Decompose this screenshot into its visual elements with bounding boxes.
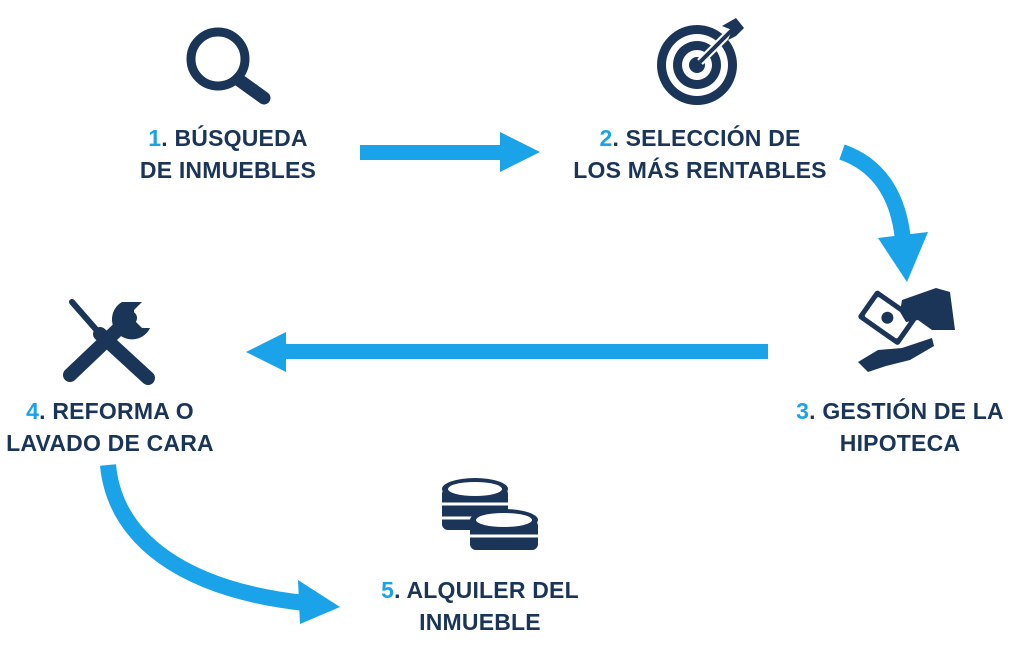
step-3-number: 3 (796, 398, 810, 424)
money-hand-icon (858, 288, 955, 372)
coins-icon (442, 478, 538, 550)
step-1-label: 1. BÚSQUEDA DE INMUEBLES (118, 122, 338, 186)
target-icon (657, 18, 744, 105)
step-4-number: 4 (26, 398, 40, 424)
step-5-title-line1: . ALQUILER DEL (394, 577, 579, 603)
step-1-title-line1: . BÚSQUEDA (161, 125, 308, 151)
step-2-title-line2: LOS MÁS RENTABLES (573, 157, 827, 183)
step-3-title-line2: HIPOTECA (839, 430, 961, 456)
arrow-3-to-4 (246, 332, 768, 372)
step-2-label: 2. SELECCIÓN DE LOS MÁS RENTABLES (560, 122, 840, 186)
tools-icon (63, 299, 155, 385)
arrow-4-to-5 (100, 464, 340, 624)
arrow-2-to-3 (839, 144, 928, 282)
magnifying-glass-icon (186, 27, 271, 105)
arrow-1-to-2 (360, 132, 540, 172)
step-3-label: 3. GESTIÓN DE LA HIPOTECA (778, 395, 1022, 459)
step-5-number: 5 (381, 577, 395, 603)
step-2-title-line1: . SELECCIÓN DE (612, 125, 801, 151)
step-4-label: 4. REFORMA O LAVADO DE CARA (0, 395, 220, 459)
step-2-number: 2 (599, 125, 613, 151)
step-4-title-line1: . REFORMA O (39, 398, 194, 424)
step-4-title-line2: LAVADO DE CARA (6, 430, 214, 456)
step-5-label: 5. ALQUILER DEL INMUEBLE (360, 574, 600, 638)
step-1-title-line2: DE INMUEBLES (139, 157, 317, 183)
step-3-title-line1: . GESTIÓN DE LA (809, 398, 1004, 424)
step-1-number: 1 (148, 125, 162, 151)
step-5-title-line2: INMUEBLE (419, 609, 541, 635)
